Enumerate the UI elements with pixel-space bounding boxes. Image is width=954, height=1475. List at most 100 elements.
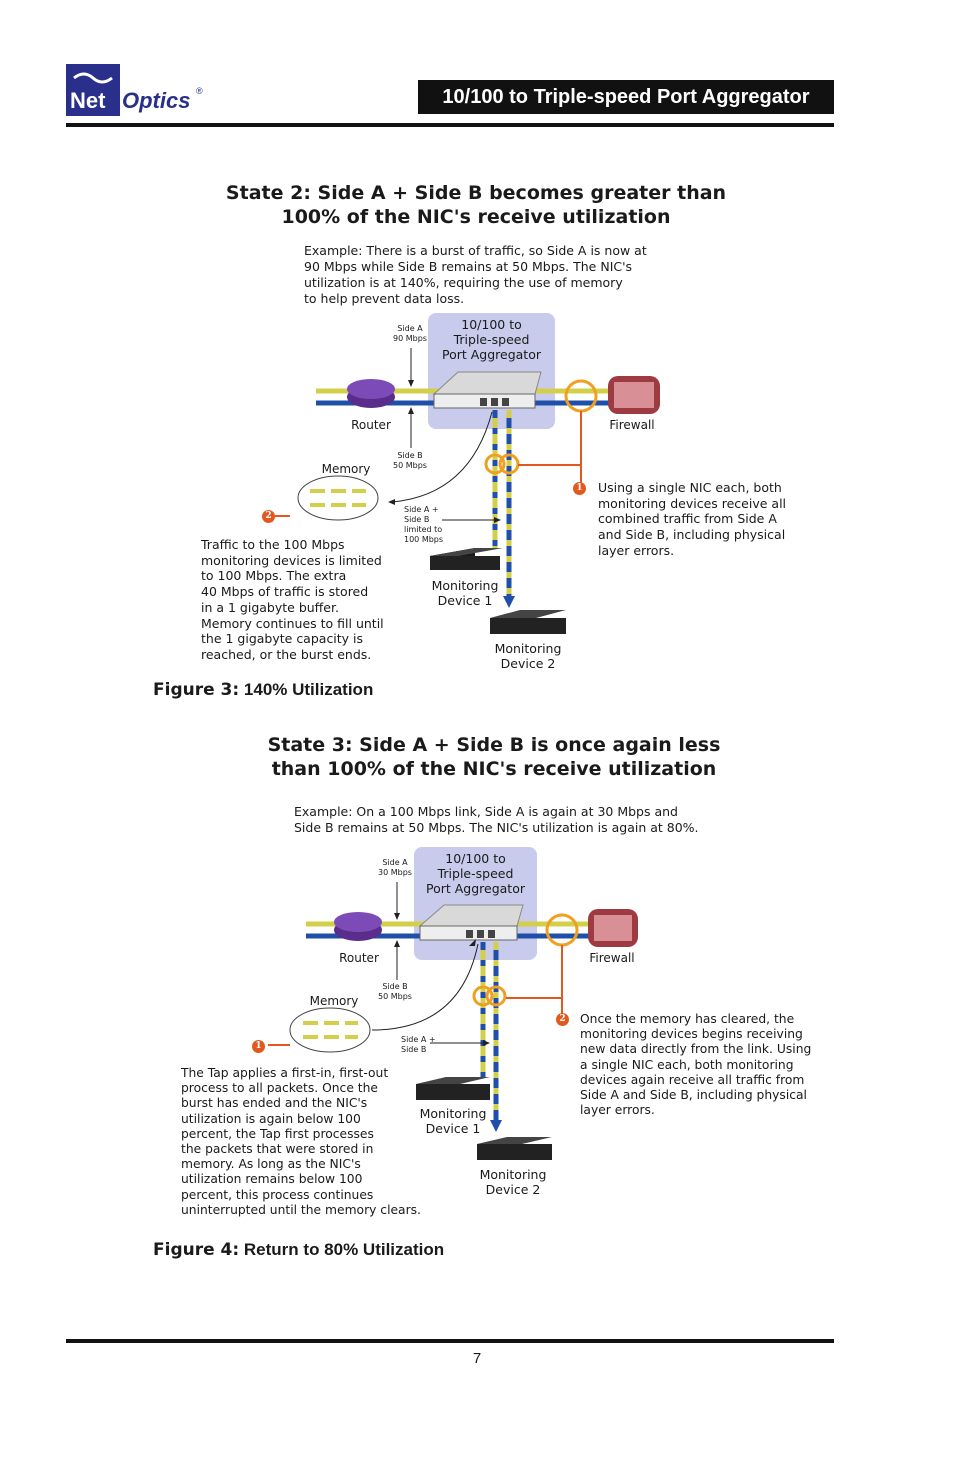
monitor2-icon bbox=[477, 1137, 552, 1144]
figure3-side-b-label: Side B 50 Mbps bbox=[392, 451, 428, 471]
figure4-memory-label: Memory bbox=[309, 994, 359, 1008]
figure3-monitor1-label: Monitoring Device 1 bbox=[425, 578, 505, 608]
arrow-head-icon bbox=[490, 1120, 502, 1132]
note-line: combined traffic from Side A bbox=[598, 511, 777, 527]
callout-badge-1: 1 bbox=[252, 1040, 265, 1053]
aggregator-label-line: Port Aggregator bbox=[441, 347, 541, 362]
monitor-label-line: Device 2 bbox=[485, 1182, 541, 1197]
figure4-aggregator-label: 10/100 to Triple-speed Port Aggregator bbox=[414, 851, 537, 896]
side-a-name: Side A bbox=[397, 324, 423, 333]
example-line: Side B remains at 50 Mbps. The NIC's uti… bbox=[294, 820, 699, 835]
aggregator-label-line: 10/100 to bbox=[445, 851, 506, 866]
example-line: 90 Mbps while Side B remains at 50 Mbps.… bbox=[304, 259, 633, 274]
note-line: percent, this process continues bbox=[181, 1187, 374, 1202]
logo-graphic: Net Optics ® bbox=[66, 64, 203, 116]
figure4-caption: Figure 4: Return to 80% Utilization bbox=[153, 1240, 444, 1260]
figure3-firewall-label: Firewall bbox=[609, 418, 655, 432]
figure4-firewall-label: Firewall bbox=[589, 951, 635, 965]
note-line: the packets that were stored in bbox=[181, 1142, 374, 1157]
combined-line: 100 Mbps bbox=[404, 535, 444, 544]
figure3-note-right: Using a single NIC each, both monitoring… bbox=[598, 480, 786, 559]
figure4-heading-line1: State 3: Side A + Side B is once again l… bbox=[267, 734, 721, 756]
figure3-combined-label: Side A + Side B limited to 100 Mbps bbox=[404, 505, 443, 545]
monitor-label-line: Device 2 bbox=[500, 656, 556, 671]
figure4-caption-text: Return to 80% Utilization bbox=[243, 1240, 445, 1259]
note-line: The Tap applies a first-in, first-out bbox=[181, 1066, 389, 1080]
figure3-caption-number: Figure 3: bbox=[153, 680, 240, 700]
svg-text:Optics: Optics bbox=[122, 88, 190, 113]
figure3-caption-text: 140% Utilization bbox=[243, 680, 374, 699]
example-line: Example: On a 100 Mbps link, Side A is a… bbox=[294, 804, 678, 819]
monitor1-tap-circle bbox=[484, 453, 506, 475]
figure4-monitor1-label: Monitoring Device 1 bbox=[413, 1106, 493, 1136]
combined-line: Side B bbox=[404, 515, 430, 524]
figure3-heading: State 2: Side A + Side B becomes greater… bbox=[180, 181, 772, 229]
aggregator-label-line: Triple-speed bbox=[437, 866, 514, 881]
example-line: to help prevent data loss. bbox=[304, 291, 465, 306]
note-line: burst has ended and the NIC's bbox=[181, 1096, 368, 1111]
note-line: Traffic to the 100 Mbps bbox=[201, 537, 345, 552]
note-line: percent, the Tap first processes bbox=[181, 1126, 374, 1141]
monitor-label-line: Monitoring bbox=[479, 1167, 547, 1182]
note-line: to 100 Mbps. The extra bbox=[201, 568, 347, 584]
monitor2-icon bbox=[490, 610, 566, 618]
monitor-label-line: Monitoring bbox=[431, 578, 499, 593]
monitor-label-line: Device 1 bbox=[425, 1121, 481, 1136]
note-line: in a 1 gigabyte buffer. bbox=[201, 599, 339, 615]
net-optics-logo: Net Optics ® bbox=[66, 64, 206, 116]
note-line: the 1 gigabyte capacity is bbox=[201, 631, 364, 647]
tap-point-circle bbox=[545, 913, 579, 947]
figure3-side-a-label: Side A 90 Mbps bbox=[392, 324, 428, 344]
side-b-rate: 50 Mbps bbox=[393, 461, 427, 470]
figure3-diagram bbox=[275, 313, 660, 634]
arrow-head-icon bbox=[503, 596, 515, 608]
aggregator-label-line: 10/100 to bbox=[461, 317, 522, 332]
note-line: devices again receive all traffic from bbox=[580, 1072, 805, 1087]
note-line: Using a single NIC each, both bbox=[598, 480, 782, 495]
note-line: Side A and Side B, including physical bbox=[580, 1088, 807, 1103]
note-line: utilization is again below 100 bbox=[181, 1111, 361, 1126]
side-a-rate: 90 Mbps bbox=[393, 334, 427, 343]
combined-line: Side B bbox=[401, 1045, 427, 1054]
note-line: monitoring devices receive all bbox=[598, 495, 787, 511]
header-rule bbox=[66, 123, 834, 127]
figure4-side-b-label: Side B 50 Mbps bbox=[377, 982, 413, 1002]
monitor-label-line: Device 1 bbox=[437, 593, 493, 608]
note-line: a single NIC each, both monitoring bbox=[580, 1057, 794, 1072]
figure4-monitor2-label: Monitoring Device 2 bbox=[473, 1167, 553, 1197]
figure4-note-left: The Tap applies a first-in, first-out pr… bbox=[181, 1066, 421, 1218]
figure3-example: Example: There is a burst of traffic, so… bbox=[304, 243, 647, 307]
figure3-heading-line1: State 2: Side A + Side B becomes greater… bbox=[225, 182, 727, 204]
side-b-rate: 50 Mbps bbox=[378, 992, 412, 1001]
aggregator-label-line: Triple-speed bbox=[453, 332, 530, 347]
side-a-name: Side A bbox=[382, 858, 408, 867]
note-line: process to all packets. Once the bbox=[181, 1081, 378, 1096]
callout-badge-2: 2 bbox=[262, 510, 275, 523]
aggregator-label-line: Port Aggregator bbox=[425, 881, 525, 896]
combined-line: limited to bbox=[404, 525, 443, 534]
document-title: 10/100 to Triple-speed Port Aggregator bbox=[418, 80, 834, 114]
figure3-caption: Figure 3: 140% Utilization bbox=[153, 680, 373, 700]
footer-rule bbox=[66, 1339, 834, 1343]
figure4-heading: State 3: Side A + Side B is once again l… bbox=[200, 733, 788, 781]
callout-badge-1: 1 bbox=[573, 482, 586, 495]
monitor-label-line: Monitoring bbox=[494, 641, 562, 656]
note-line: memory. As long as the NIC's bbox=[181, 1157, 361, 1172]
note-line: new data directly from the link. Using bbox=[580, 1042, 812, 1057]
figure4-side-a-label: Side A 30 Mbps bbox=[377, 858, 413, 878]
memory-icon bbox=[297, 475, 379, 521]
figure4-example: Example: On a 100 Mbps link, Side A is a… bbox=[294, 804, 699, 836]
svg-text:Net: Net bbox=[70, 88, 106, 113]
combined-line: Side A + bbox=[401, 1035, 436, 1044]
callout-badge-2: 2 bbox=[556, 1013, 569, 1026]
note-line: layer errors. bbox=[580, 1103, 655, 1118]
figure4-router-label: Router bbox=[339, 951, 379, 965]
example-line: utilization is at 140%, requiring the us… bbox=[304, 275, 623, 290]
example-line: Example: There is a burst of traffic, so… bbox=[304, 243, 647, 258]
figure3-heading-line2: 100% of the NIC's receive utilization bbox=[281, 206, 671, 228]
figure3-note-left: Traffic to the 100 Mbps monitoring devic… bbox=[201, 537, 384, 663]
note-line: reached, or the burst ends. bbox=[201, 646, 372, 662]
note-line: monitoring devices begins receiving bbox=[580, 1027, 803, 1042]
monitor-label-line: Monitoring bbox=[419, 1106, 487, 1121]
